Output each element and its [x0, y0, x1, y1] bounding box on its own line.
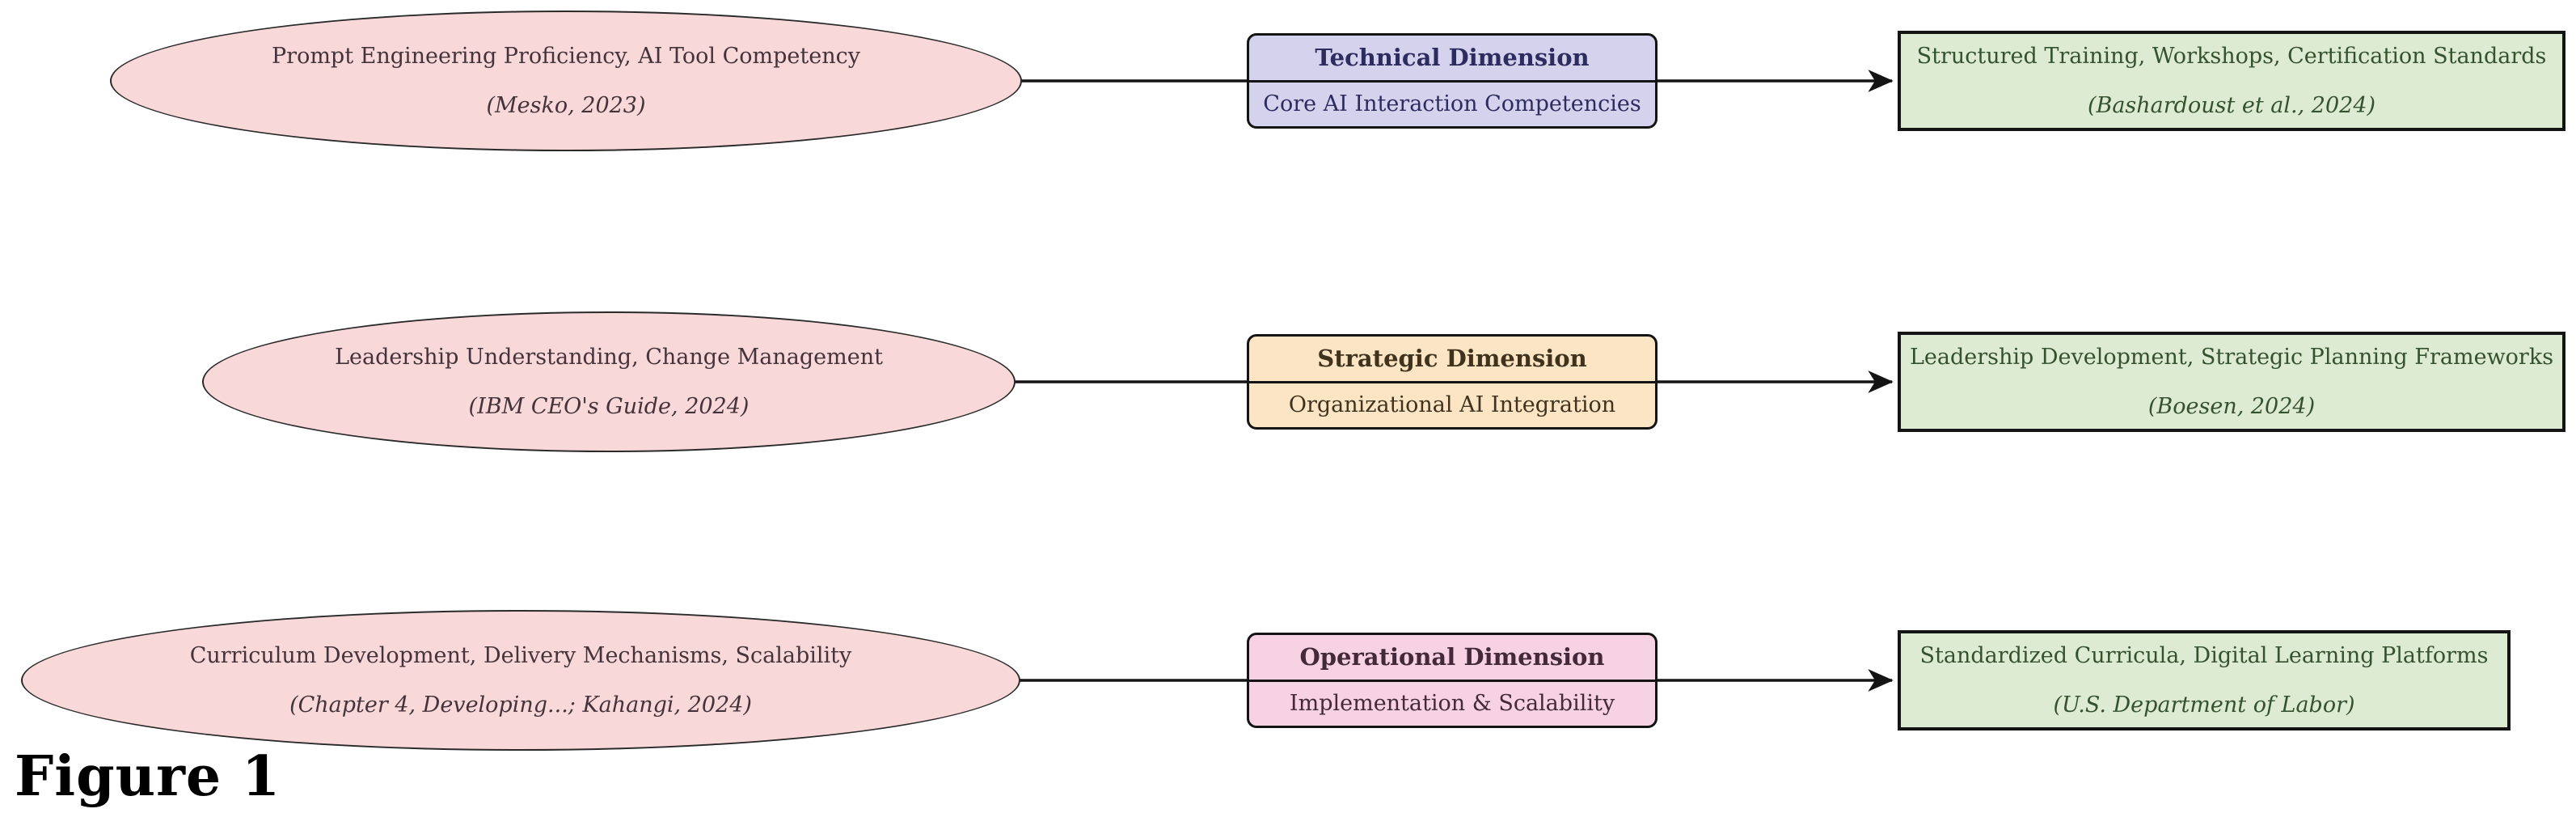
source-text: Prompt Engineering Proficiency, AI Tool …	[272, 44, 860, 69]
source-citation: (Chapter 4, Developing...; Kahangi, 2024…	[289, 692, 752, 718]
source-text: Leadership Understanding, Change Managem…	[335, 345, 883, 370]
figure-label: Figure 1	[15, 744, 281, 809]
dimension-title: Strategic Dimension	[1249, 337, 1655, 383]
source-ellipse-strategic: Leadership Understanding, Change Managem…	[202, 311, 1016, 452]
outcome-text: Leadership Development, Strategic Planni…	[1909, 345, 2554, 370]
source-ellipse-technical: Prompt Engineering Proficiency, AI Tool …	[110, 11, 1022, 151]
dimension-box-technical: Technical Dimension Core AI Interaction …	[1247, 33, 1658, 129]
outcome-citation: (U.S. Department of Labor)	[2053, 692, 2355, 718]
outcome-text: Standardized Curricula, Digital Learning…	[1919, 643, 2489, 668]
outcome-box-technical: Structured Training, Workshops, Certific…	[1898, 31, 2565, 131]
dimension-subtitle: Organizational AI Integration	[1288, 392, 1616, 418]
source-ellipse-operational: Curriculum Development, Delivery Mechani…	[21, 610, 1020, 751]
source-citation: (IBM CEO's Guide, 2024)	[468, 394, 750, 419]
outcome-citation: (Boesen, 2024)	[2147, 394, 2316, 419]
dimension-subtitle: Implementation & Scalability	[1289, 691, 1615, 717]
outcome-text: Structured Training, Workshops, Certific…	[1916, 44, 2547, 69]
dimension-title: Technical Dimension	[1249, 36, 1655, 83]
outcome-box-operational: Standardized Curricula, Digital Learning…	[1898, 630, 2511, 730]
dimension-box-operational: Operational Dimension Implementation & S…	[1247, 633, 1658, 728]
dimension-box-strategic: Strategic Dimension Organizational AI In…	[1247, 334, 1658, 430]
outcome-box-strategic: Leadership Development, Strategic Planni…	[1898, 332, 2565, 432]
source-citation: (Mesko, 2023)	[486, 93, 646, 118]
dimension-title: Operational Dimension	[1249, 635, 1655, 682]
source-text: Curriculum Development, Delivery Mechani…	[189, 643, 852, 668]
dimension-subtitle: Core AI Interaction Competencies	[1263, 91, 1641, 117]
outcome-citation: (Bashardoust et al., 2024)	[2087, 93, 2376, 118]
